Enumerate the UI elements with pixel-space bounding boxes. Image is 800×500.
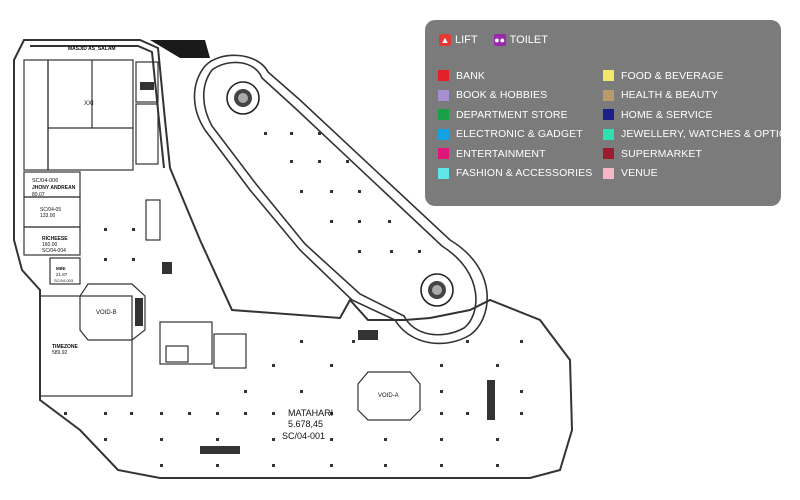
label-sc05-area: 133.00 [40,213,56,219]
legend-label: FASHION & ACCESSORIES [456,167,593,180]
map-legend: ▲ LIFT ●● TOILET BANK BOOK & HOBBIES DEP… [425,20,794,206]
legend-swatch [438,167,449,179]
label-matahari-name: MATAHARI [288,408,333,418]
legend-label: HEALTH & BEAUTY [621,89,718,102]
legend-toilet-label: TOILET [509,34,548,46]
legend-column-left: BANK BOOK & HOBBIES DEPARTMENT STORE ELE… [438,66,592,183]
legend-item: BOOK & HOBBIES [438,86,592,106]
legend-swatch [438,148,449,160]
legend-facilities: ▲ LIFT ●● TOILET [439,34,548,46]
legend-label: SUPERMARKET [621,147,703,160]
legend-swatch [438,70,449,82]
legend-item: VENUE [603,164,794,184]
legend-item: FOOD & BEVERAGE [603,66,794,86]
legend-item: BANK [438,66,592,86]
label-masjid: MASJID AS_SALAM [68,46,116,52]
legend-label: ENTERTAINMENT [456,147,546,160]
legend-swatch [603,89,614,101]
legend-label: BANK [456,69,485,82]
legend-item: JEWELLERY, WATCHES & OPTICS [603,125,794,145]
legend-item: ELECTRONIC & GADGET [438,125,592,145]
label-jhony-name: JHONY ANDREAN [32,185,76,191]
legend-lift: ▲ LIFT [439,34,478,46]
legend-label: BOOK & HOBBIES [456,89,548,102]
legend-swatch [603,70,614,82]
escalators [135,82,495,454]
legend-label: ELECTRONIC & GADGET [456,128,583,141]
label-mini-name: MINI [56,266,66,271]
legend-item: ENTERTAINMENT [438,144,592,164]
lift-icon: ▲ [439,34,451,46]
diagonal-wing [193,54,488,345]
column-grid [64,132,523,467]
legend-swatch [438,89,449,101]
label-richeese-name: RICHEESE [42,236,68,242]
left-units [23,59,247,397]
label-mini-area: 21.87 [56,272,68,277]
legend-label: HOME & SERVICE [621,108,713,121]
legend-label: JEWELLERY, WATCHES & OPTICS [621,128,794,141]
label-void-b: VOID-B [96,310,117,316]
legend-label: VENUE [621,167,658,180]
legend-lift-label: LIFT [455,34,478,46]
legend-swatch [603,167,614,179]
label-richeese-area: 160.00 [42,242,58,248]
toilet-icon: ●● [493,34,506,46]
legend-item: SUPERMARKET [603,144,794,164]
atrium-south [420,273,454,307]
label-matahari-area: 5.678,45 [288,419,323,429]
label-mini-code: SC/04-003 [54,278,74,283]
legend-item: HEALTH & BEAUTY [603,86,794,106]
legend-item: HOME & SERVICE [603,105,794,125]
label-richeese-code: SC/04-004 [42,248,66,254]
legend-swatch [603,109,614,121]
legend-swatch [603,148,614,160]
dark-roof-wedge [150,40,210,58]
label-timezone-area: 589.92 [52,350,68,356]
label-timezone-name: TIMEZONE [52,344,78,350]
label-jhony-code: SC/04-006 [32,178,58,184]
legend-label: FOOD & BEVERAGE [621,69,724,82]
label-sc05-code: SC/04-05 [40,207,61,213]
legend-swatch [438,128,449,140]
legend-swatch [438,109,449,121]
label-jhony-area: 80.07 [32,192,45,198]
label-void-a: VOID-A [378,393,399,399]
legend-item: DEPARTMENT STORE [438,105,592,125]
legend-swatch [603,128,614,140]
legend-item: FASHION & ACCESSORIES [438,164,592,184]
label-xxi: XXI [84,101,94,107]
void-a-outline [357,371,421,421]
unit-labels: MASJID AS_SALAM XXI SC/04-006 JHONY ANDR… [32,46,399,441]
legend-label: DEPARTMENT STORE [456,108,568,121]
label-matahari-code: SC/04-001 [282,431,325,441]
legend-column-right: FOOD & BEVERAGE HEALTH & BEAUTY HOME & S… [603,66,794,183]
legend-toilet: ●● TOILET [493,34,548,46]
atrium-north [226,81,260,115]
